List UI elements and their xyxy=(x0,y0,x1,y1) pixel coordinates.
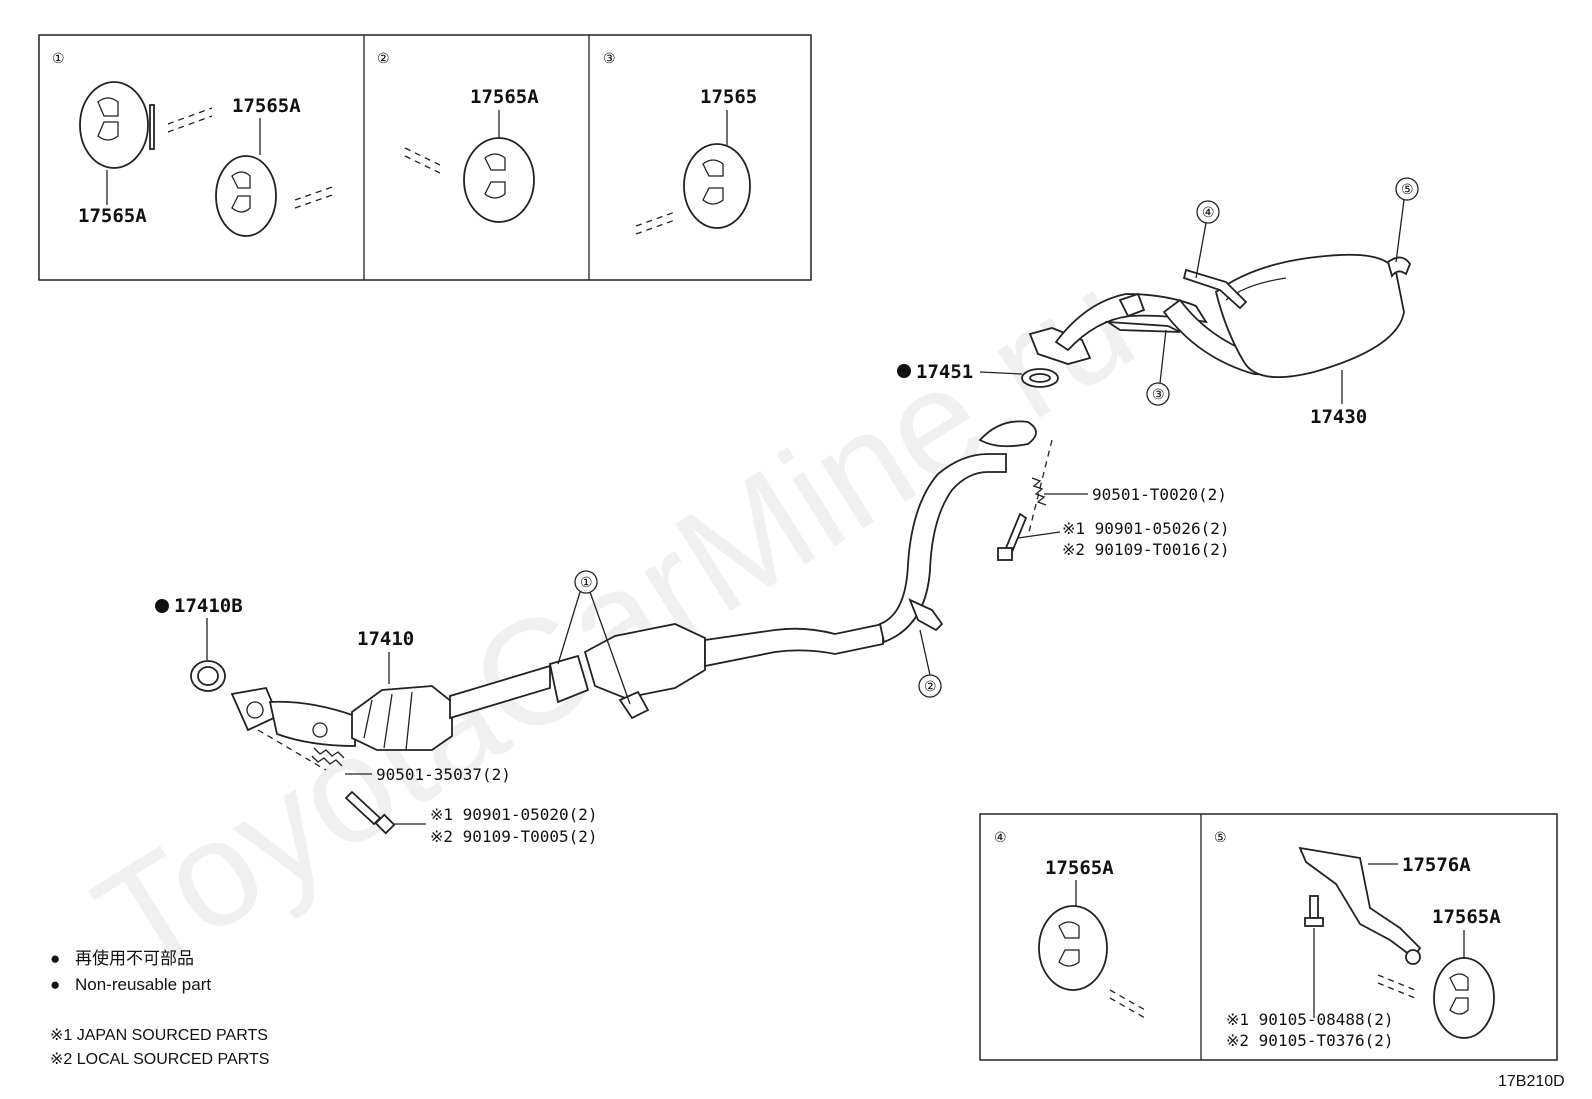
hanger-bracket xyxy=(1298,846,1422,965)
callout-1-label: ① xyxy=(580,575,593,591)
front-compression-spring xyxy=(311,747,345,767)
front-gasket xyxy=(190,660,226,692)
part-label-17410B: 17410B xyxy=(174,595,243,617)
inset-4: ④ 17565A xyxy=(994,830,1146,1019)
legend-local-sourced: ※2 LOCAL SOURCED PARTS xyxy=(50,1051,269,1068)
inset-5: ⑤ 17576A ※1 90105-08488(2) ※2 90105-T037… xyxy=(1214,830,1501,1050)
inset-3-number: ③ xyxy=(603,51,616,67)
bolt-label-local-rear: ※2 90109-T0016(2) xyxy=(1062,540,1230,559)
legend-bullet-1: ● xyxy=(50,949,60,968)
watermark: ToyotaCarMine.ru xyxy=(68,237,1161,1007)
diagram-code: 17B210D xyxy=(1498,1073,1565,1090)
legend-japan-sourced: ※1 JAPAN SOURCED PARTS xyxy=(50,1027,268,1044)
inset-1-number: ① xyxy=(52,51,65,67)
callout-5-circle xyxy=(1395,177,1419,201)
legend-non-reusable-en: Non-reusable part xyxy=(75,975,211,994)
rear-compression-spring xyxy=(1031,477,1047,506)
callout-5-label: ⑤ xyxy=(1401,182,1414,198)
callout-2-label: ② xyxy=(924,679,937,695)
part-label-17410: 17410 xyxy=(357,628,414,650)
legend-bullet-2: ● xyxy=(50,975,60,994)
callout-4-label: ④ xyxy=(1202,205,1215,221)
inset-panel-bottom xyxy=(979,813,1558,1061)
legend-non-reusable-jp: 再使用不可部品 xyxy=(75,948,194,968)
inset-4-number: ④ xyxy=(994,830,1007,846)
tail-pipe-muffler xyxy=(1028,253,1412,379)
part-label-17565A-left: 17565A xyxy=(78,205,147,227)
non-reusable-dot-17451 xyxy=(897,364,911,378)
part-label-17565A-inset4: 17565A xyxy=(1045,857,1114,879)
callout-1-circle xyxy=(574,570,598,594)
callout-3-label: ③ xyxy=(1152,387,1165,403)
part-label-17451: 17451 xyxy=(916,361,973,383)
rubber-hanger-upper xyxy=(79,81,155,169)
inset-3: ③ 17565 xyxy=(603,51,757,235)
legend: ● 再使用不可部品 ● Non-reusable part ※1 JAPAN S… xyxy=(50,948,269,1068)
inset-5-number: ⑤ xyxy=(1214,830,1227,846)
rear-gasket xyxy=(1021,368,1059,388)
spring-label-rear: 90501-T0020(2) xyxy=(1092,485,1227,504)
non-reusable-dot-17410B xyxy=(155,599,169,613)
part-label-17565-inset3: 17565 xyxy=(700,86,757,108)
bolt-label-japan-rear: ※1 90901-05026(2) xyxy=(1062,519,1230,538)
inset-2: ② 17565A xyxy=(377,51,539,223)
front-flange-bolt xyxy=(344,790,396,835)
callout-4-circle xyxy=(1196,200,1220,224)
bolt-label-local-inset5: ※2 90105-T0376(2) xyxy=(1226,1031,1394,1050)
bolt-label-local-front: ※2 90109-T0005(2) xyxy=(430,827,598,846)
bolt-label-japan-inset5: ※1 90105-08488(2) xyxy=(1226,1010,1394,1029)
inset-2-number: ② xyxy=(377,51,390,67)
bracket-bolt xyxy=(1304,895,1324,927)
rubber-hanger-lower xyxy=(215,155,277,237)
callout-3-circle xyxy=(1146,382,1170,406)
rear-flange-bolt xyxy=(997,512,1028,561)
inset-panel-top xyxy=(38,34,812,281)
inset-1: ① 17565A 17565A xyxy=(52,51,336,237)
bolt-label-japan-front: ※1 90901-05020(2) xyxy=(430,805,598,824)
part-label-17565A-inset5: 17565A xyxy=(1432,906,1501,928)
spring-label-front: 90501-35037(2) xyxy=(376,765,511,784)
part-label-17565A-top: 17565A xyxy=(232,95,301,117)
part-label-17565A-inset2: 17565A xyxy=(470,86,539,108)
front-exhaust-pipe xyxy=(230,420,1037,751)
part-label-17576A: 17576A xyxy=(1402,854,1471,876)
part-label-17430: 17430 xyxy=(1310,406,1367,428)
